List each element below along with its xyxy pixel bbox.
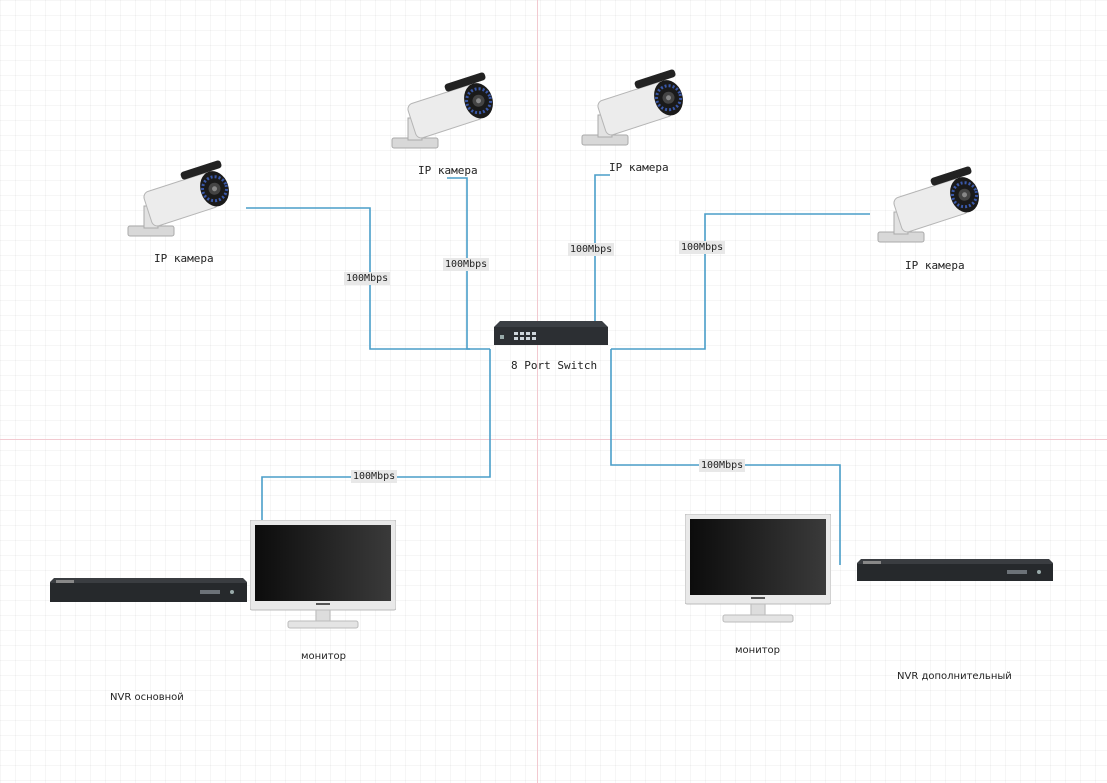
nvr-additional-label: NVR дополнительный <box>897 671 1012 682</box>
guide-line-vertical <box>537 0 538 783</box>
monitor-icon <box>685 514 831 623</box>
nvr-recorder-icon <box>50 578 247 602</box>
network-switch-icon <box>494 321 608 345</box>
camera-2-label: IP камера <box>418 164 478 177</box>
link-speed-label: 100Mbps <box>344 272 391 285</box>
camera-3-label: IP камера <box>609 161 669 174</box>
ip-camera-icon <box>391 72 493 149</box>
link-speed-label: 100Mbps <box>351 470 398 483</box>
ip-camera-icon <box>877 166 979 243</box>
link-speed-label: 100Mbps <box>568 243 615 256</box>
ip-camera-icon <box>127 160 229 237</box>
ip-camera-icon <box>581 69 683 146</box>
guide-line-horizontal <box>0 439 1107 440</box>
link-camera-3 <box>594 174 610 322</box>
link-camera-4 <box>611 213 870 350</box>
switch-label: 8 Port Switch <box>511 359 598 372</box>
monitor-right-label: монитор <box>735 645 780 656</box>
nvr-main-label: NVR основной <box>110 692 184 703</box>
camera-1-label: IP камера <box>154 252 214 265</box>
camera-4-label: IP камера <box>905 259 965 272</box>
nvr-recorder-icon <box>857 559 1053 581</box>
link-speed-label: 100Mbps <box>443 258 490 271</box>
monitor-left-label: монитор <box>301 651 346 662</box>
link-speed-label: 100Mbps <box>679 241 726 254</box>
link-monitor-left <box>261 349 491 522</box>
monitor-icon <box>250 520 396 629</box>
link-speed-label: 100Mbps <box>699 459 746 472</box>
